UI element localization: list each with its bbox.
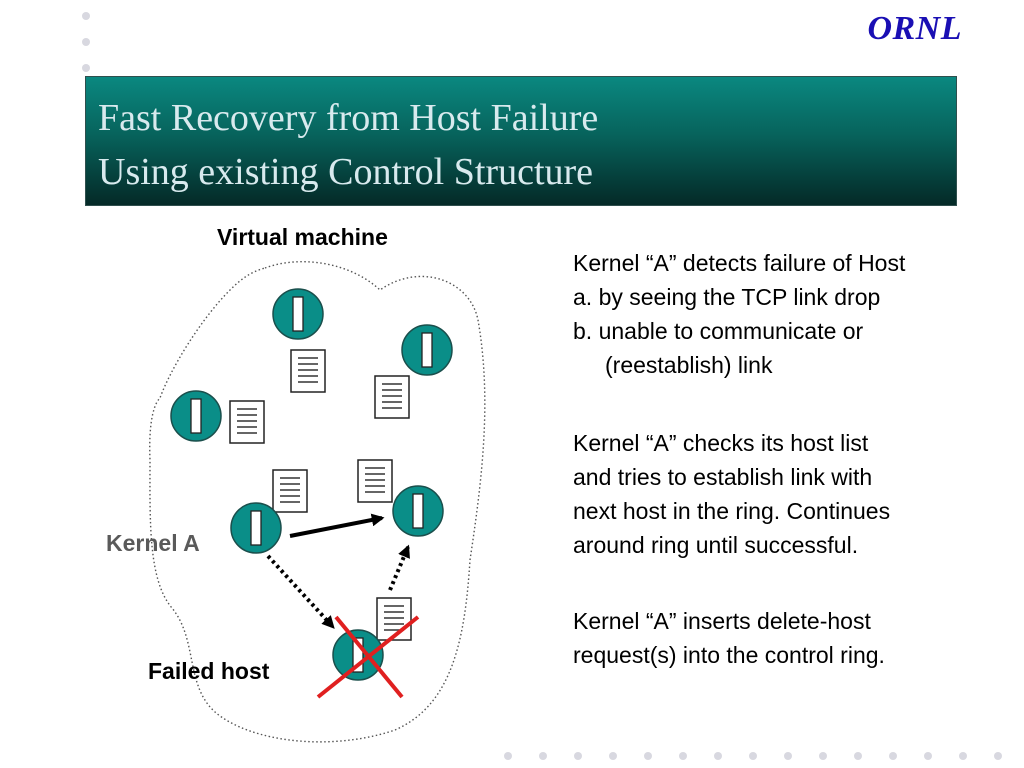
host-node-icon — [401, 324, 453, 376]
text-line: request(s) into the control ring. — [573, 642, 885, 668]
arrow-icon — [266, 554, 335, 629]
kernel-a-label: Kernel A — [106, 530, 200, 556]
text-line: (reestablish) link — [605, 352, 773, 378]
arrow-icon — [289, 513, 385, 538]
document-icon — [374, 375, 410, 419]
ornl-logo: ORNL — [867, 10, 962, 47]
virtual-machine-label: Virtual machine — [217, 224, 388, 250]
detection-paragraph: Kernel “A” detects failure of Host a. by… — [573, 246, 905, 382]
host-node-icon — [392, 485, 444, 537]
text-line: next host in the ring. Continues — [573, 498, 891, 524]
recovery-paragraph: Kernel “A” checks its host list and trie… — [573, 426, 890, 562]
slide-title-line-1: Fast Recovery from Host Failure — [98, 97, 599, 139]
text-line: a. by seeing the TCP link drop — [573, 284, 881, 310]
text-line: b. unable to communicate or — [573, 318, 864, 344]
failed-host-label: Failed host — [148, 658, 270, 684]
text-line: and tries to establish link with — [573, 464, 873, 490]
failure-cross-icon — [316, 615, 420, 699]
slide-title-line-2: Using existing Control Structure — [98, 151, 594, 193]
document-icon — [229, 400, 265, 444]
arrow-icon — [388, 544, 410, 591]
host-node-icon — [170, 390, 222, 442]
host-node-icon — [272, 288, 324, 340]
text-line: Kernel “A” inserts delete-host — [573, 608, 871, 634]
text-line: around ring until successful. — [573, 532, 859, 558]
text-line: Kernel “A” checks its host list — [573, 430, 869, 456]
kernel-a-node-icon — [230, 502, 282, 554]
text-line: Kernel “A” detects failure of Host — [573, 250, 906, 276]
title-banner: Fast Recovery from Host Failure Using ex… — [85, 76, 957, 206]
document-icon — [290, 349, 326, 393]
delete-host-paragraph: Kernel “A” inserts delete-host request(s… — [573, 604, 885, 672]
document-icon — [357, 459, 393, 503]
failed-host-node-icon — [332, 629, 384, 681]
document-icon — [272, 469, 308, 513]
